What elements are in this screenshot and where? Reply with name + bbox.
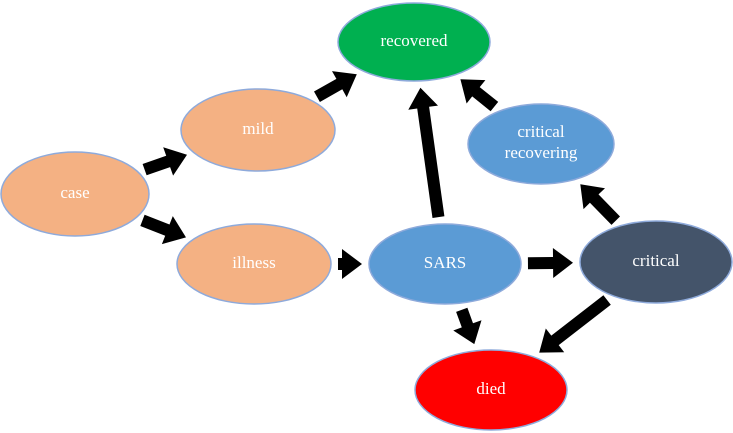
arrow-critical-to-died bbox=[539, 295, 611, 353]
node-critical-label: critical bbox=[632, 251, 679, 270]
arrow-critical-to-critrec bbox=[580, 184, 620, 225]
arrow-sars-to-critical bbox=[527, 248, 573, 278]
node-recovered: recovered bbox=[337, 2, 491, 82]
node-sars: SARS bbox=[368, 223, 522, 305]
arrow-sars-to-recovered bbox=[408, 87, 445, 218]
node-critical-recovering-label-line1: critical bbox=[517, 122, 564, 141]
node-died-shape bbox=[414, 349, 568, 431]
node-critical-recovering-label-line2: recovering bbox=[505, 143, 578, 162]
node-critical: critical bbox=[579, 220, 733, 304]
arrow-sars-to-died bbox=[453, 307, 482, 345]
arrow-case-to-mild bbox=[142, 147, 187, 176]
node-case-label: case bbox=[60, 183, 89, 202]
arrows-layer bbox=[140, 71, 620, 353]
node-sars-shape bbox=[368, 223, 522, 305]
arrow-illness-to-sars bbox=[338, 249, 362, 279]
node-mild-shape bbox=[180, 88, 336, 172]
node-critical-shape bbox=[579, 220, 733, 304]
arrow-mild-to-recovered bbox=[314, 71, 357, 102]
node-sars-label: SARS bbox=[424, 253, 467, 272]
arrow-critrec-to-recovered bbox=[460, 79, 499, 112]
node-critical-recovering: critical recovering bbox=[467, 103, 615, 185]
node-recovered-label: recovered bbox=[380, 31, 448, 50]
node-case-shape bbox=[0, 151, 150, 237]
arrow-case-to-illness bbox=[140, 214, 186, 245]
node-illness-shape bbox=[176, 223, 332, 305]
node-illness-label: illness bbox=[232, 253, 275, 272]
node-recovered-shape bbox=[337, 2, 491, 82]
node-mild: mild bbox=[180, 88, 336, 172]
node-mild-label: mild bbox=[242, 119, 274, 138]
node-died-label: died bbox=[476, 379, 506, 398]
node-critical-recovering-shape bbox=[467, 103, 615, 185]
node-illness: illness bbox=[176, 223, 332, 305]
node-died: died bbox=[414, 349, 568, 431]
node-case: case bbox=[0, 151, 150, 237]
